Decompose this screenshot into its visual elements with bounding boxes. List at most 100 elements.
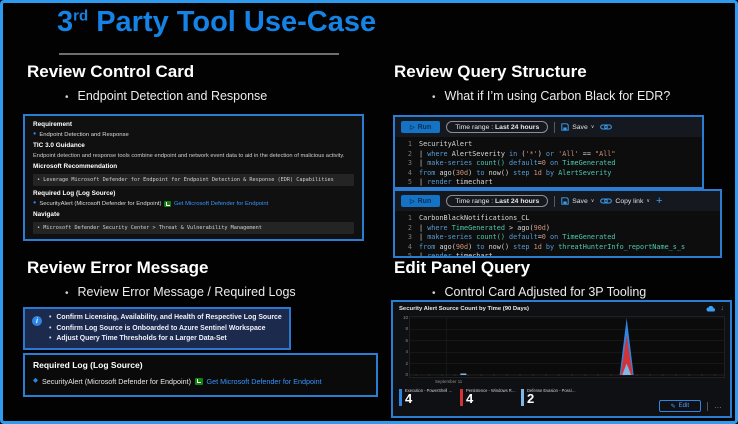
control-card-screenshot: Requirement ● Endpoint Detection and Res…: [23, 114, 364, 241]
cloud-icon[interactable]: [706, 305, 716, 312]
title-underline: [59, 53, 339, 55]
diamond-bullet-icon: ◆: [33, 377, 38, 385]
section-heading-review-query-structure: Review Query Structure: [394, 62, 587, 81]
bullet-icon: •: [65, 92, 69, 103]
requirement-item: ● Endpoint Detection and Response: [33, 132, 354, 138]
get-defender-link[interactable]: Get Microsoft Defender for Endpoint: [206, 377, 322, 386]
bullet-control-card: • Endpoint Detection and Response: [65, 89, 267, 103]
info-bullet-row: • Adjust Query Time Thresholds for a Lar…: [49, 334, 285, 345]
bullet-icon: •: [49, 324, 52, 332]
run-label: Run: [417, 197, 432, 205]
add-tab-icon[interactable]: +: [656, 194, 663, 207]
get-app-icon: [164, 200, 171, 208]
metric-value: 4: [405, 391, 413, 406]
info-icon: i: [32, 316, 42, 326]
copy-link-icon: [600, 198, 613, 204]
info-message-box: i • Confirm Licensing, Availability, and…: [23, 307, 291, 350]
required-log-header: Required Log (Log Source): [33, 189, 116, 197]
chevron-down-icon: ∨: [590, 124, 595, 130]
title-rest: Party Tool Use-Case: [88, 6, 377, 38]
save-button[interactable]: Save ∨: [561, 123, 594, 131]
section-heading-review-error-message: Review Error Message: [27, 258, 209, 277]
bullet-error-message: • Review Error Message / Required Logs: [65, 285, 296, 299]
metric-color-bar: [399, 389, 402, 406]
save-icon: [561, 123, 569, 131]
bullet-icon: •: [432, 288, 436, 299]
dot-bullet-icon: ●: [33, 131, 37, 138]
copy-link-icon[interactable]: [600, 123, 613, 131]
chart-header-icons: ↓: [706, 305, 725, 312]
play-icon: ▷: [410, 198, 415, 205]
bullet-text: Control Card Adjusted for 3P Tooling: [444, 285, 647, 299]
metric-tile: Persistence - Windows Re... 4: [460, 388, 516, 406]
metric-label: Persistence - Windows Re...: [466, 388, 516, 393]
bullet-icon: •: [49, 335, 52, 343]
bullet-panel-query: • Control Card Adjusted for 3P Tooling: [432, 285, 646, 299]
info-bullet-row: • Confirm Log Source is Onboarded to Azu…: [49, 324, 285, 335]
save-button[interactable]: Save ∨: [561, 197, 594, 205]
bullet-text: What if I’m using Carbon Black for EDR?: [444, 89, 671, 103]
info-bullet-text: Confirm Log Source is Onboarded to Azure…: [56, 324, 266, 332]
chart-legend: Execution - PowerShell Co... 4 Persisten…: [399, 388, 577, 406]
chart-header: Security Alert Source Count by Time (90 …: [393, 302, 730, 313]
copy-link-label: Copy link: [615, 197, 644, 205]
edit-label: Edit: [678, 403, 689, 409]
time-range-value: Last 24 hours: [495, 123, 540, 131]
download-icon[interactable]: ↓: [720, 305, 725, 312]
required-log-box: Required Log (Log Source) ◆ SecurityAler…: [23, 353, 378, 397]
bullet-text: Endpoint Detection and Response: [77, 89, 268, 103]
copy-link-button[interactable]: Copy link ∨: [600, 197, 650, 205]
chart-panel: Security Alert Source Count by Time (90 …: [391, 300, 732, 418]
metric-tile: Execution - PowerShell Co... 4: [399, 388, 455, 406]
section-heading-edit-panel-query: Edit Panel Query: [394, 258, 531, 277]
toolbar-divider: [554, 121, 556, 133]
time-range-picker[interactable]: Time range : Last 24 hours: [446, 195, 549, 207]
metric-label: Execution - PowerShell Co...: [405, 388, 455, 393]
metric-tile: Defense Evasion - Possible... 2: [521, 388, 577, 406]
chart-footer: ✎ Edit …: [658, 400, 723, 412]
save-label: Save: [572, 123, 588, 131]
ms-recommendation-header: Microsoft Recommendation: [33, 162, 118, 170]
metric-label: Defense Evasion - Possible...: [527, 388, 577, 393]
edit-button[interactable]: ✎ Edit: [658, 400, 701, 412]
get-app-icon: [195, 377, 203, 386]
requirement-header: Requirement: [33, 121, 73, 128]
toolbar-divider: [554, 195, 556, 207]
run-label: Run: [417, 123, 432, 131]
bullet-icon: •: [65, 288, 69, 299]
play-icon: ▷: [410, 124, 415, 131]
tic-guidance-body: Endpoint detection and response tools co…: [33, 152, 345, 159]
footer-divider: [707, 401, 708, 411]
required-log-item: ◆ SecurityAlert (Microsoft Defender for …: [33, 377, 368, 386]
ms-recommendation-code: • Leverage Microsoft Defender for Endpoi…: [33, 173, 354, 186]
info-bullet-text: Confirm Licensing, Availability, and Hea…: [56, 314, 282, 321]
info-bullet-text: Adjust Query Time Thresholds for a Large…: [56, 335, 227, 343]
edit-pencil-icon: ✎: [670, 403, 676, 410]
save-icon: [561, 197, 569, 205]
run-button[interactable]: ▷ Run: [401, 121, 441, 133]
time-range-picker[interactable]: Time range : Last 24 hours: [446, 121, 549, 133]
requirement-item-text: Endpoint Detection and Response: [39, 131, 129, 138]
dot-bullet-icon: ●: [33, 200, 37, 207]
query-editor-carbonblack: ▷ Run Time range : Last 24 hours Save ∨ …: [393, 189, 722, 258]
title-ordinal: rd: [73, 7, 89, 25]
bullet-text: Review Error Message / Required Logs: [77, 285, 296, 299]
query-editor-securityalert: ▷ Run Time range : Last 24 hours Save ∨ …: [393, 115, 704, 189]
metric-color-bar: [460, 389, 463, 406]
required-log-item-text: SecurityAlert (Microsoft Defender for En…: [42, 377, 192, 386]
query-toolbar: ▷ Run Time range : Last 24 hours Save ∨: [395, 117, 702, 137]
title-prefix: 3: [57, 6, 74, 38]
run-button[interactable]: ▷ Run: [401, 195, 441, 207]
bullet-icon: •: [49, 314, 52, 321]
get-defender-link[interactable]: Get Microsoft Defender for Endpoint: [173, 200, 269, 207]
bullet-query-structure: • What if I’m using Carbon Black for EDR…: [432, 89, 670, 103]
metric-value: 2: [527, 391, 535, 406]
time-range-label: Time range :: [455, 123, 494, 131]
metric-color-bar: [521, 389, 524, 406]
more-options-icon[interactable]: …: [714, 401, 723, 410]
navigate-header: Navigate: [33, 211, 60, 218]
page-title: 3rd Party Tool Use-Case: [57, 6, 376, 39]
